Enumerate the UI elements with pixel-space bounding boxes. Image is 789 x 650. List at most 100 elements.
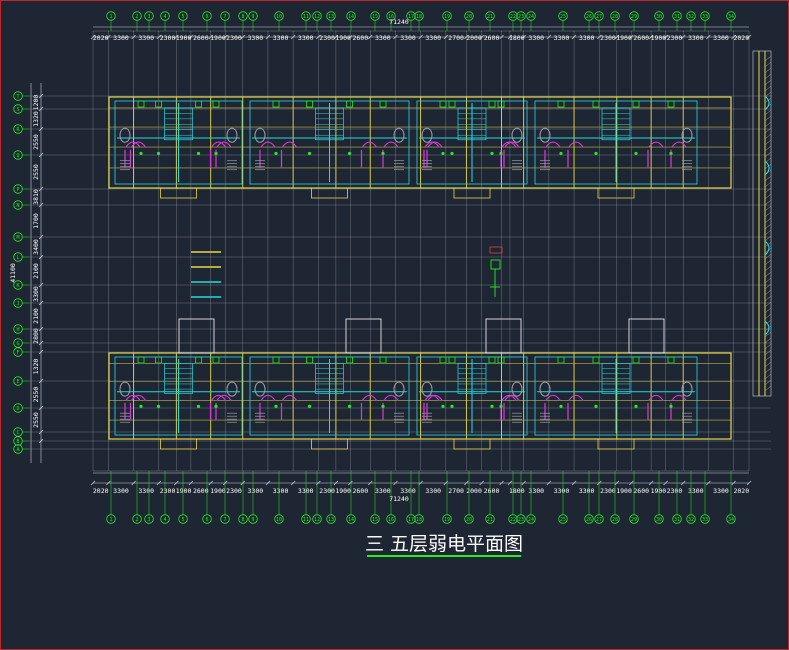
balcony [597, 187, 635, 199]
outlet-marker [346, 100, 353, 108]
elevation-hatch [764, 151, 772, 158]
door-swing [383, 141, 399, 148]
outlet-marker [488, 100, 496, 108]
outlet-marker [212, 100, 220, 108]
dimension-tick [629, 34, 634, 40]
column-dimension-label: 3300 [713, 34, 729, 42]
column-dimension-label: 1900 [616, 34, 632, 42]
top-axis-bubble-label: 34 [728, 14, 734, 20]
column-dimension-label: 3300 [375, 487, 391, 495]
row-axis-bubble-label: M [16, 235, 19, 241]
dimension-tick [208, 34, 213, 40]
elevation-hatch [764, 307, 772, 314]
legend [191, 246, 503, 298]
column-dimension-label: 2020 [93, 487, 109, 495]
dimension-tick [348, 480, 353, 486]
dimension-tick [131, 480, 136, 486]
row-dimension-label: 2550 [32, 164, 40, 180]
device-point [559, 404, 563, 408]
elevation-hatch [764, 283, 772, 290]
cable-loop [114, 356, 243, 436]
door-swing [648, 141, 664, 148]
column-dimension-label: 3300 [138, 34, 154, 42]
device-point [381, 151, 385, 156]
sanitary-fixture [511, 127, 523, 143]
row-axis-bubble-label: N [16, 203, 19, 209]
row-dimension-label: 2100 [32, 263, 40, 279]
elevation-hatch [764, 367, 772, 374]
bottom-axis-bubble-label: 10 [276, 517, 282, 523]
row-axis-bubble-label: R [16, 127, 20, 133]
device-point [490, 404, 494, 408]
dimension-tick [614, 480, 620, 486]
sanitary-fixture [421, 127, 433, 143]
elevation-hatch [764, 271, 772, 278]
dimension-tick [38, 405, 44, 411]
top-axis-bubble-label: 14 [348, 14, 354, 20]
bottom-axis-bubble-label: 29 [631, 517, 637, 523]
dimension-tick [38, 254, 44, 260]
door-swing [424, 394, 440, 401]
bottom-axis-bubble-label: 27 [596, 517, 602, 523]
bottom-axis-bubble-label: 18 [416, 517, 422, 523]
column-dimension-label: 3300 [579, 487, 595, 495]
elevation-hatch [764, 199, 772, 206]
dimension-tick [333, 34, 339, 40]
elevation-arc [764, 160, 770, 176]
elevation-hatch [764, 277, 772, 284]
top-axis-bubble-label: 19 [444, 14, 450, 20]
bottom-axis-bubble-label: 23 [518, 517, 524, 523]
top-axis-bubble-label: 20 [466, 14, 472, 20]
device-point [156, 404, 161, 408]
row-axis-bubble-label: F [16, 350, 19, 356]
column-dimension-label: 1900 [335, 34, 351, 42]
bottom-axis-bubble-label: 14 [348, 517, 354, 523]
bottom-axis-bubble-label: 32 [688, 517, 694, 523]
cable-loop [249, 356, 410, 436]
top-axis-bubble-label: 27 [596, 14, 602, 20]
row-axis-bubble-label: E [16, 379, 19, 385]
column-dimension-label: 3300 [425, 487, 441, 495]
device-point [274, 404, 278, 408]
column-dimension-label: 3300 [298, 34, 314, 42]
device-point [381, 404, 385, 408]
device-point [594, 151, 598, 156]
dimension-tick [290, 34, 296, 40]
column-dimension-label: 2600 [352, 487, 368, 495]
dimension-tick [731, 34, 736, 40]
column-dimension-label: 3300 [688, 34, 704, 42]
sanitary-fixture [393, 381, 405, 397]
left-total-dimension: 41100 [9, 263, 17, 283]
bottom-axis-bubble-label: 20 [466, 517, 472, 523]
device-point [499, 151, 503, 156]
elevation-hatch [764, 121, 772, 128]
column-dimension-label: 3300 [688, 487, 704, 495]
bottom-axis-bubble-label: 26 [586, 517, 592, 523]
elevation-hatch [764, 127, 772, 134]
outlet-marker [497, 356, 505, 364]
elevation-hatch [764, 217, 772, 224]
dimension-tick [367, 34, 373, 40]
sanitary-fixture [511, 381, 523, 397]
dimension-tick [188, 34, 194, 40]
outlet-marker [346, 356, 353, 364]
dimension-tick [90, 480, 96, 486]
top-axis-bubble-label: 7 [223, 14, 226, 20]
cable-loop [416, 100, 528, 185]
dimension-tick [38, 326, 44, 332]
dimension-tick [38, 106, 44, 112]
column-dimension-label: 2300 [667, 34, 683, 42]
outlet-marker [379, 356, 387, 364]
elevation-hatch [764, 139, 772, 146]
elevation-hatch [764, 301, 772, 308]
dimension-tick [680, 34, 686, 40]
column-dimension-label: 1800 [509, 487, 525, 495]
dimension-tick [464, 480, 469, 486]
bottom-axis-bubble-label: 11 [303, 517, 309, 523]
bottom-axis-bubble-label: 21 [487, 517, 493, 523]
device-point [307, 404, 312, 408]
dimension-tick [174, 480, 179, 486]
elevation-hatch [764, 109, 772, 116]
